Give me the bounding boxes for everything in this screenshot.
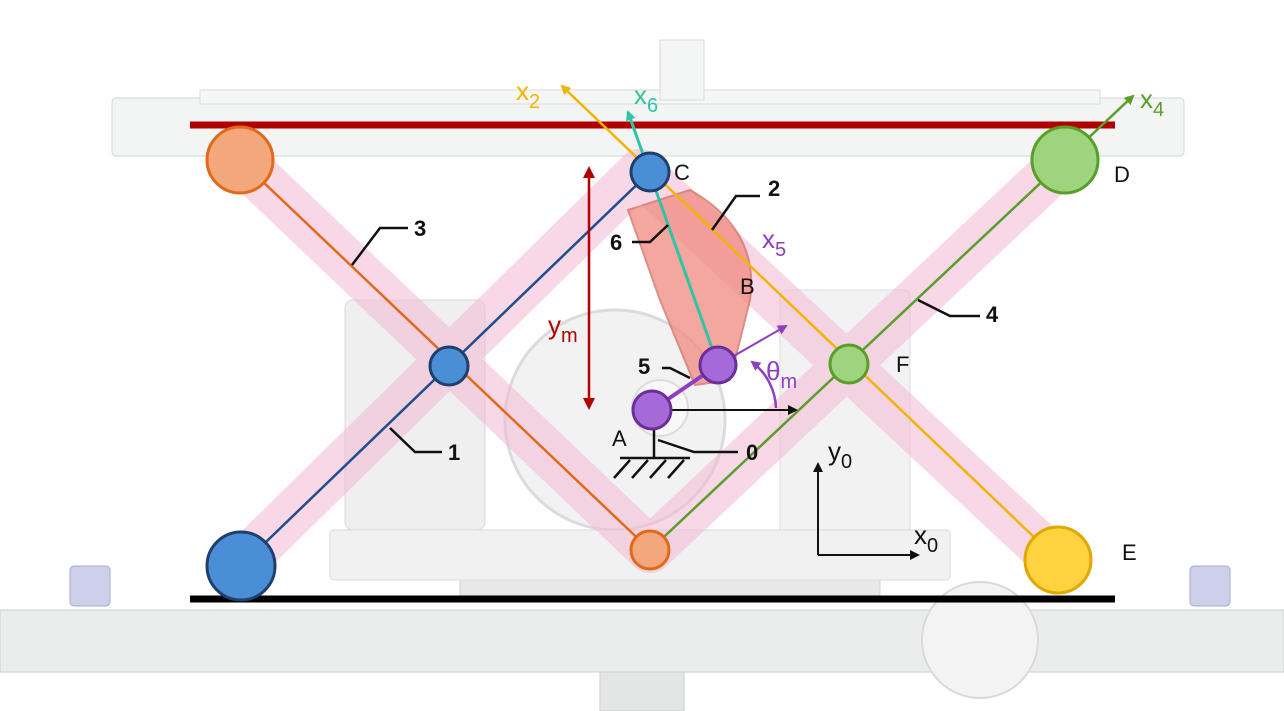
leader-5 xyxy=(662,366,691,380)
axis-label-x2: x2 xyxy=(516,76,540,113)
joint-label-F: F xyxy=(896,352,909,377)
link-number-4: 4 xyxy=(986,302,999,327)
leader-lines xyxy=(351,194,980,454)
axis-label-y0: y0 xyxy=(828,436,852,473)
link-number-1: 1 xyxy=(448,440,460,465)
joint-label-E: E xyxy=(1122,540,1137,565)
ground-symbol xyxy=(613,428,690,479)
leader-4 xyxy=(917,298,980,318)
leader-6 xyxy=(632,224,669,244)
axis-label-x4: x4 xyxy=(1140,84,1164,121)
joint-label-D: D xyxy=(1114,162,1130,187)
joint-center-left xyxy=(428,345,470,387)
axis-label-x5: x5 xyxy=(762,224,786,261)
base-post xyxy=(599,671,685,711)
link-number-2: 2 xyxy=(768,176,780,201)
right-wheel xyxy=(1189,565,1231,607)
joints xyxy=(205,125,1100,602)
link-number-5: 5 xyxy=(638,354,650,379)
leader-1 xyxy=(389,427,442,454)
joint-label-B: B xyxy=(740,274,755,299)
link-number-3: 3 xyxy=(414,216,426,241)
axis-label-ym: ym xyxy=(548,310,578,347)
joint-bottom-center xyxy=(629,529,671,571)
leader-0 xyxy=(657,438,738,454)
joint-top-left xyxy=(205,125,275,195)
roller-right xyxy=(921,581,1039,699)
leader-3 xyxy=(351,226,408,266)
platform-bump xyxy=(659,39,705,101)
theta-m-arc xyxy=(750,360,778,409)
joint-label-A: A xyxy=(612,426,627,451)
link-number-0: 0 xyxy=(746,440,758,465)
axis-label-theta-m: θm xyxy=(766,356,797,393)
joint-bottom-left xyxy=(205,530,277,602)
axis-label-x0: x0 xyxy=(914,520,938,557)
leader-2 xyxy=(710,194,760,231)
link-number-6: 6 xyxy=(610,230,622,255)
axis-label-x6: x6 xyxy=(634,80,658,117)
joint-D xyxy=(1030,125,1100,195)
base-rail xyxy=(0,609,1284,673)
joint-5-6 xyxy=(698,345,738,385)
joint-F xyxy=(828,343,870,385)
joint-A xyxy=(631,389,673,431)
joint-E xyxy=(1023,525,1093,595)
joint-C xyxy=(629,151,671,193)
platform-top-edge xyxy=(199,89,1101,105)
left-wheel xyxy=(69,565,111,607)
joint-label-C: C xyxy=(674,160,690,185)
frame-0-axes xyxy=(813,462,920,560)
